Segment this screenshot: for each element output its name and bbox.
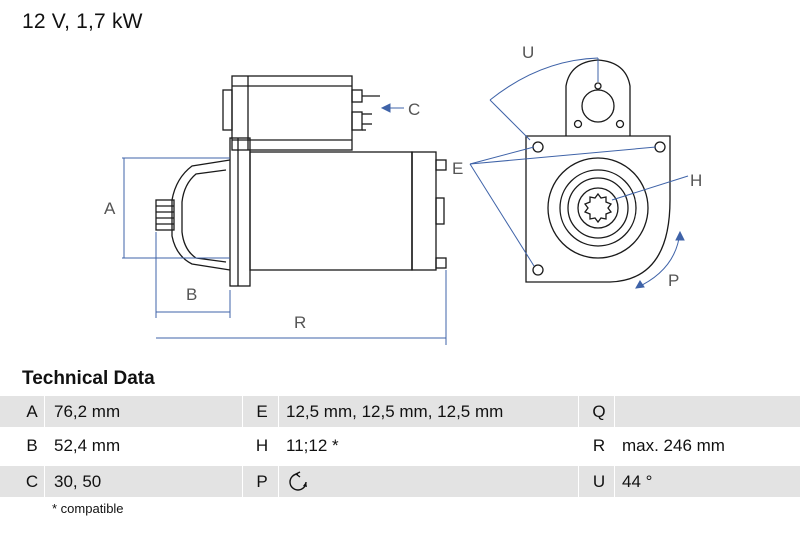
end-cap (411, 151, 437, 271)
clockwise-rotation-icon (289, 471, 307, 491)
table-row: B 52,4 mm H 11;12 * R max. 246 mm (0, 430, 800, 461)
dimension-lines (122, 103, 447, 345)
housing-ring-outer (547, 157, 649, 259)
front-dimension-lines (469, 57, 689, 289)
spec-code: E (256, 402, 268, 421)
label-h: H (690, 171, 702, 190)
side-view (155, 75, 447, 287)
label-e: E (452, 159, 463, 178)
label-b: B (186, 285, 197, 304)
spec-value: 30, 50 (54, 472, 102, 491)
spec-code: B (26, 436, 38, 455)
table-row: C 30, 50 P U 44 ° (0, 466, 800, 497)
spec-code: C (25, 472, 39, 491)
spec-code: R (592, 436, 606, 455)
spec-value: 12,5 mm, 12,5 mm, 12,5 mm (286, 402, 504, 421)
technical-data-title: Technical Data (22, 368, 155, 389)
spec-value: 44 ° (622, 472, 653, 491)
mounting-flange (229, 137, 251, 287)
spec-value: 11;12 * (286, 436, 339, 455)
spec-value: 52,4 mm (54, 436, 121, 455)
label-r: R (294, 313, 306, 332)
page-title: 12 V, 1,7 kW (22, 10, 143, 33)
starter-motor-drawing: A B C R E H P U (104, 43, 702, 345)
pinion-gear (583, 192, 613, 224)
spec-code: H (255, 436, 269, 455)
pinion (155, 199, 175, 231)
label-c: C (408, 100, 420, 119)
label-u: U (522, 43, 534, 62)
spec-value: max. 246 mm (622, 436, 725, 455)
drive-nose (171, 159, 231, 271)
spec-code: P (256, 472, 268, 491)
spec-value: 76,2 mm (54, 402, 121, 421)
label-p: P (668, 271, 679, 290)
label-a: A (104, 199, 116, 218)
spec-code: A (26, 402, 38, 421)
flange-plate (525, 135, 671, 283)
footnote: * compatible (52, 501, 124, 516)
motor-housing (249, 151, 413, 271)
front-view (525, 59, 671, 283)
spec-code: Q (592, 402, 606, 421)
table-row: A 76,2 mm E 12,5 mm, 12,5 mm, 12,5 mm Q (0, 396, 800, 427)
terminal-30 (351, 89, 363, 103)
spec-code: U (592, 472, 606, 491)
